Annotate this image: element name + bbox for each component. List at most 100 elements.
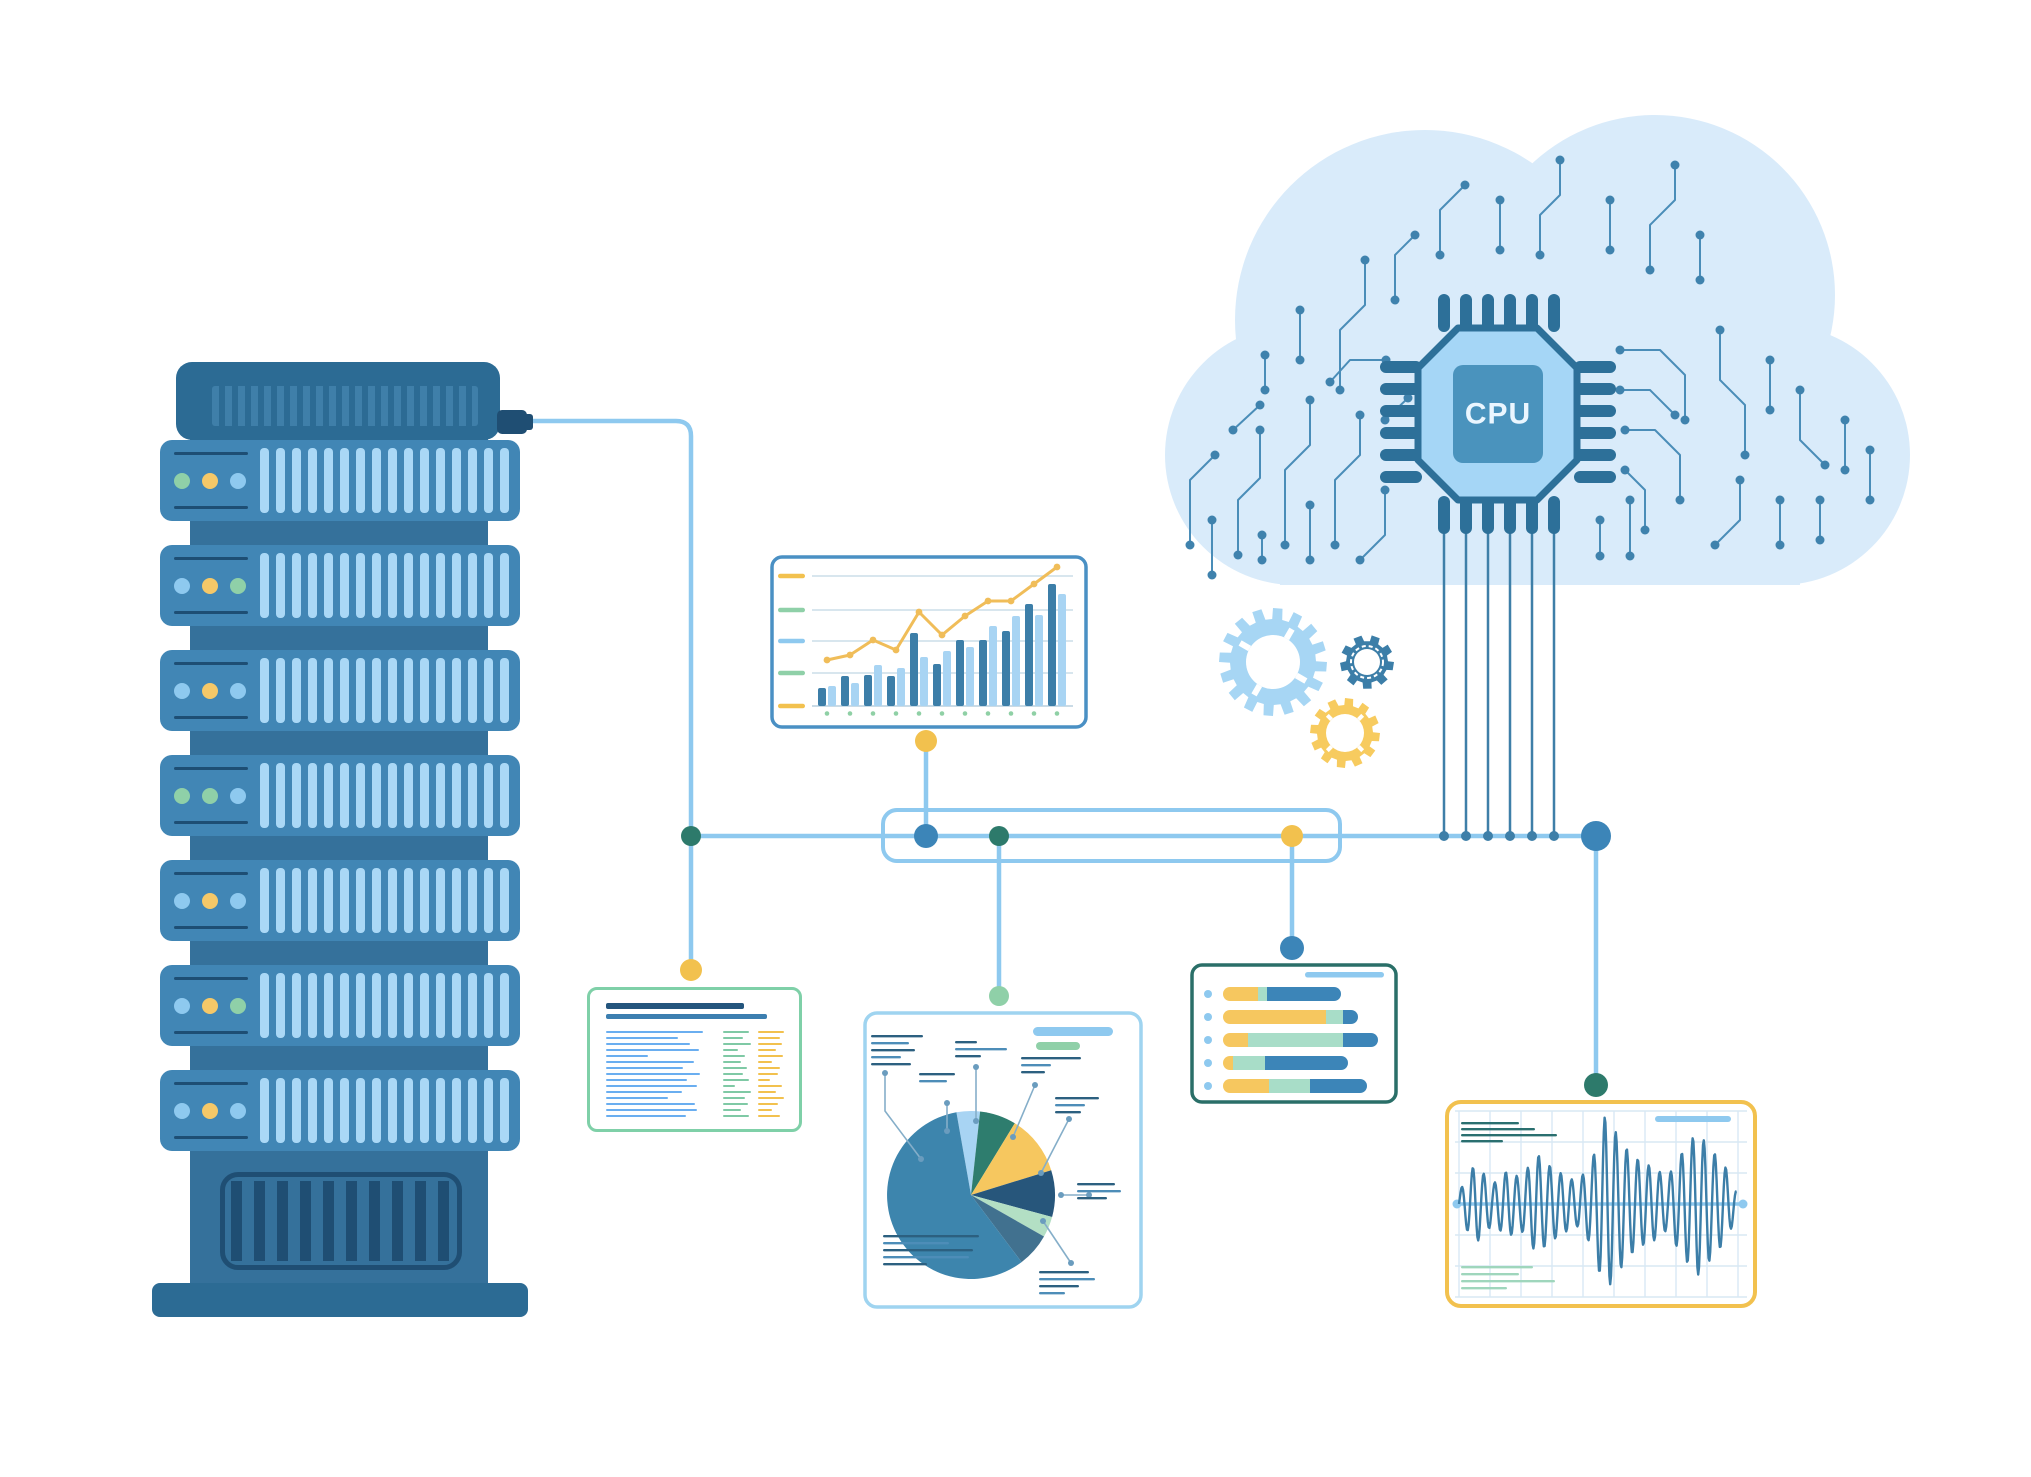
junction-dot-blue <box>1280 936 1304 960</box>
pie-chart-panel <box>863 1011 1143 1309</box>
cpu-label: CPU <box>1465 398 1531 431</box>
status-led-blue <box>174 578 190 594</box>
status-led-yellow <box>202 578 218 594</box>
status-led-blue <box>174 893 190 909</box>
bar-line-chart-panel <box>770 555 1088 729</box>
status-led-green <box>230 998 246 1014</box>
junction-dot-yellow <box>915 730 937 752</box>
status-led-green <box>174 788 190 804</box>
unit-divider-line <box>174 977 248 980</box>
unit-vents <box>260 1078 510 1143</box>
status-led-green <box>230 578 246 594</box>
junction-dot-teal <box>681 826 701 846</box>
unit-divider-line <box>174 1136 248 1139</box>
unit-divider-line <box>174 452 248 455</box>
doc-text-line <box>758 1067 780 1070</box>
status-led-blue <box>230 893 246 909</box>
unit-divider-line <box>174 926 248 929</box>
doc-text-line <box>723 1079 749 1082</box>
slice-light-blue <box>956 1111 981 1195</box>
doc-text-line <box>723 1037 743 1040</box>
unit-divider-line <box>174 872 248 875</box>
doc-text-line <box>758 1037 780 1040</box>
doc-text-line <box>758 1031 784 1034</box>
status-led-blue <box>174 1103 190 1119</box>
doc-title-line-1 <box>606 1003 744 1009</box>
cpu-bus-lines <box>1439 528 1559 841</box>
cap-vents <box>212 386 478 426</box>
doc-text-line <box>723 1055 745 1058</box>
doc-text-line <box>723 1049 738 1052</box>
doc-text-line <box>758 1049 776 1052</box>
unit-vents <box>260 868 510 933</box>
status-led-blue <box>230 788 246 804</box>
stacked-bar-row <box>1223 1033 1378 1047</box>
unit-vents <box>260 973 510 1038</box>
doc-text-line <box>758 1061 772 1064</box>
doc-text-line <box>758 1103 778 1106</box>
doc-text-line <box>758 1079 770 1082</box>
unit-divider-line <box>174 1082 248 1085</box>
unit-divider-line <box>174 767 248 770</box>
junction-dot-blue-large <box>1581 821 1611 851</box>
status-led-blue <box>174 998 190 1014</box>
doc-text-line <box>723 1067 747 1070</box>
server-unit <box>160 440 520 521</box>
server-unit <box>160 545 520 626</box>
junction-dot-teal <box>989 826 1009 846</box>
server-unit <box>160 1070 520 1151</box>
server-unit <box>160 860 520 941</box>
grille-slats <box>231 1181 451 1261</box>
status-led-green <box>174 473 190 489</box>
doc-text-line <box>606 1109 697 1112</box>
waveform-panel <box>1445 1100 1757 1308</box>
doc-text-line <box>606 1061 694 1064</box>
status-led-yellow <box>202 683 218 699</box>
server-unit <box>160 650 520 731</box>
server-cable <box>524 418 694 969</box>
server-unit <box>160 965 520 1046</box>
doc-text-line <box>758 1043 782 1046</box>
junction-dot-yellow <box>1281 825 1303 847</box>
cable-port <box>497 410 527 434</box>
server-unit <box>160 755 520 836</box>
slice-pale-green <box>971 1195 1053 1237</box>
doc-text-line <box>723 1085 735 1088</box>
unit-divider-line <box>174 662 248 665</box>
doc-text-line <box>758 1097 784 1100</box>
slice-slate <box>971 1195 1044 1263</box>
stacked-bar-row <box>1223 987 1341 1001</box>
doc-text-line <box>606 1103 695 1106</box>
doc-text-line <box>606 1049 699 1052</box>
status-led-blue <box>174 683 190 699</box>
stacked-bar-row <box>1223 1056 1348 1070</box>
doc-text-line <box>723 1031 749 1034</box>
doc-text-line <box>723 1097 745 1100</box>
junction-dot-green <box>989 986 1009 1006</box>
status-led-green <box>202 788 218 804</box>
status-led-yellow <box>202 893 218 909</box>
doc-text-line <box>723 1103 748 1106</box>
unit-divider-line <box>174 557 248 560</box>
unit-divider-line <box>174 821 248 824</box>
cpu-core <box>1453 365 1543 463</box>
doc-text-line <box>606 1115 686 1118</box>
doc-title-line-2 <box>606 1014 767 1019</box>
doc-text-line <box>758 1109 772 1112</box>
doc-text-line <box>723 1109 741 1112</box>
cable-port-tip <box>524 414 533 430</box>
status-led-blue <box>230 1103 246 1119</box>
junction-dot-teal <box>1584 1073 1608 1097</box>
doc-text-line <box>758 1091 776 1094</box>
doc-text-line <box>723 1115 749 1118</box>
server-base <box>152 1283 528 1317</box>
junction-dot-blue <box>914 824 938 848</box>
document-panel <box>587 987 802 1132</box>
junction-dots <box>680 730 1611 1097</box>
doc-text-line <box>758 1115 780 1118</box>
junction-dot-yellow <box>680 959 702 981</box>
doc-text-line <box>606 1043 690 1046</box>
doc-text-line <box>606 1067 683 1070</box>
